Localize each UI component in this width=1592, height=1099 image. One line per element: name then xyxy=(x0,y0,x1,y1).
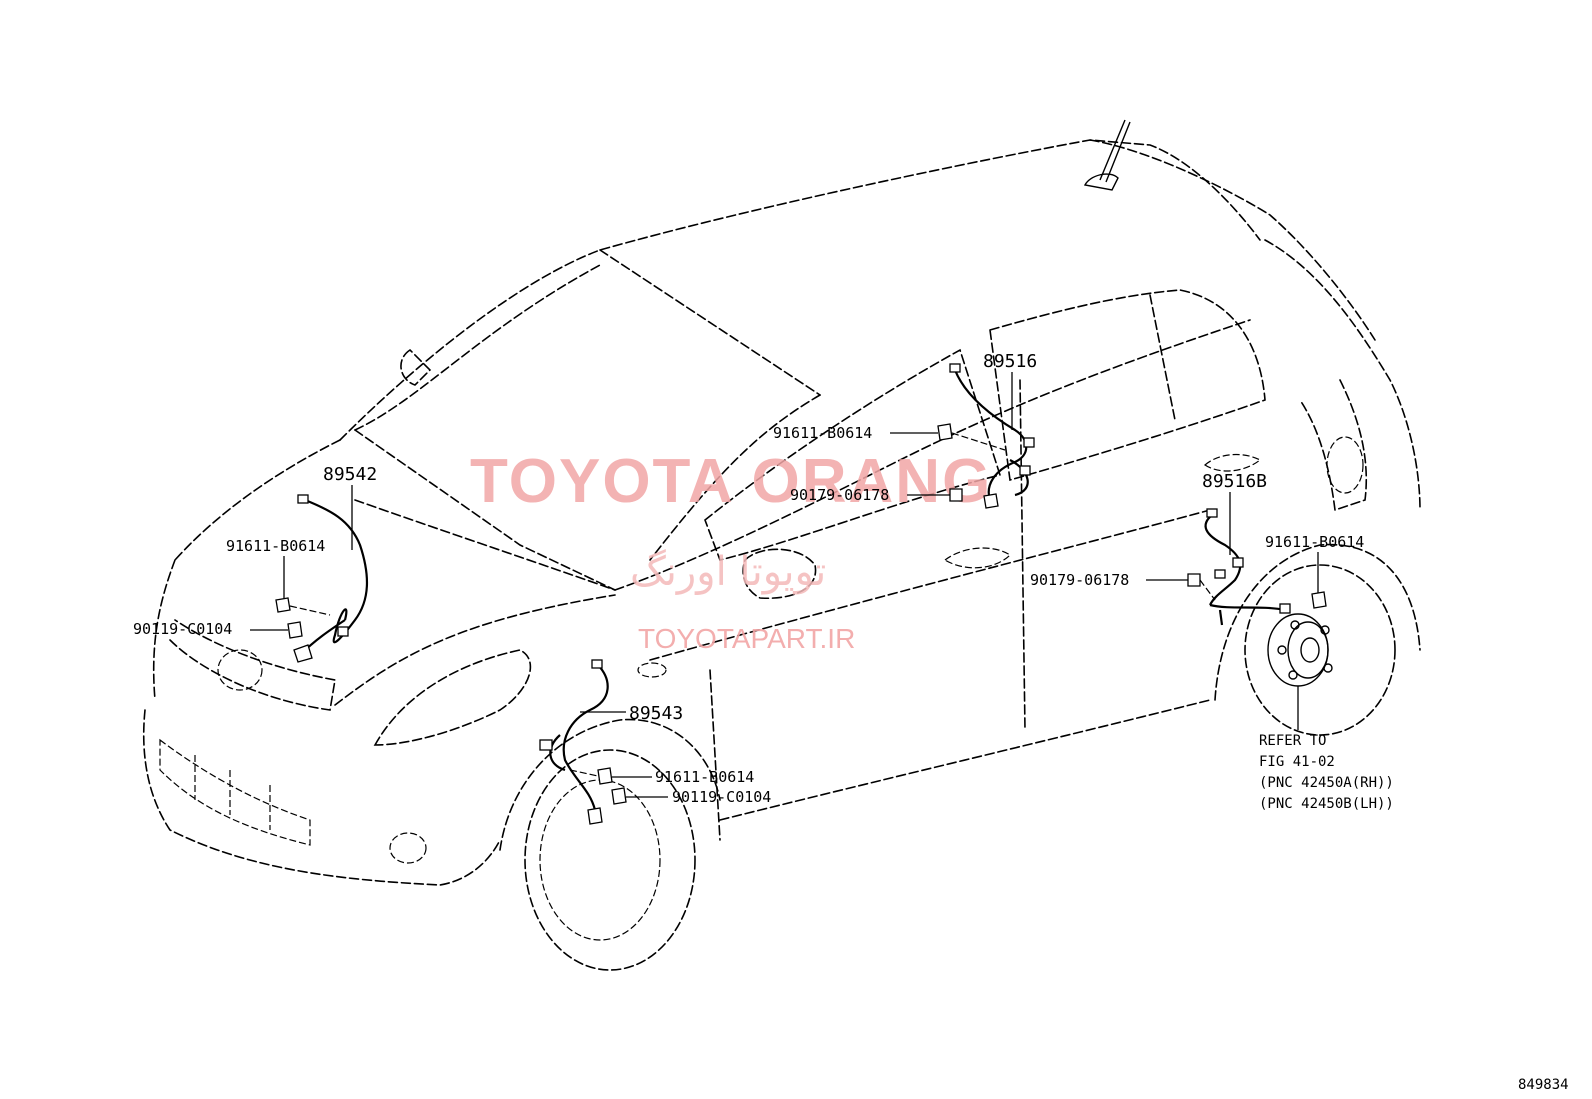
label-90119-c0104-fr[interactable]: 90119-C0104 xyxy=(672,788,771,806)
car-body-outline xyxy=(142,119,1421,971)
fastener-90119-C0104-front-left[interactable]: 90119-C0104 xyxy=(133,620,303,639)
refer-line-3: (PNC 42450A(RH)) xyxy=(1259,775,1394,791)
rear-axle-hub[interactable] xyxy=(1267,613,1333,730)
fastener-91611-B0614-front-left[interactable]: 91611-B0614 xyxy=(226,537,331,616)
label-89542[interactable]: 89542 xyxy=(323,464,377,485)
fastener-90179-06178-rear-left[interactable]: 90179-06178 xyxy=(1030,571,1216,601)
part-89543-wire[interactable]: 89543 xyxy=(539,659,683,825)
watermark: TOYOTA ORANG تویوتا اورنگ TOYOTAPART.IR xyxy=(470,447,992,654)
label-90179-06178-rr[interactable]: 90179-06178 xyxy=(790,486,889,504)
figure-number: 849834 xyxy=(1518,1077,1569,1093)
refer-line-2: FIG 41-02 xyxy=(1259,754,1335,770)
label-89543[interactable]: 89543 xyxy=(629,703,683,724)
label-91611-b0614-fr[interactable]: 91611-B0614 xyxy=(655,768,754,786)
watermark-url: TOYOTAPART.IR xyxy=(638,623,855,654)
label-89516[interactable]: 89516 xyxy=(983,351,1037,372)
fastener-90119-C0104-front-right[interactable]: 90119-C0104 xyxy=(611,787,771,806)
label-90119-c0104-fl[interactable]: 90119-C0104 xyxy=(133,620,232,638)
fastener-91611-B0614-rear-right[interactable]: 91611-B0614 xyxy=(773,423,1006,451)
label-90179-06178-rl[interactable]: 90179-06178 xyxy=(1030,571,1129,589)
label-89516b[interactable]: 89516B xyxy=(1202,471,1267,492)
fastener-91611-B0614-front-right[interactable]: 91611-B0614 xyxy=(569,767,754,786)
label-91611-b0614-rr[interactable]: 91611-B0614 xyxy=(773,424,872,442)
fastener-91611-B0614-rear-left[interactable]: 91611-B0614 xyxy=(1265,533,1364,609)
fastener-90179-06178-rear-right[interactable]: 90179-06178 xyxy=(790,486,963,504)
watermark-persian: تویوتا اورنگ xyxy=(630,549,826,595)
label-91611-b0614-fl[interactable]: 91611-B0614 xyxy=(226,537,325,555)
watermark-brand: TOYOTA ORANG xyxy=(470,447,992,516)
label-91611-b0614-rl[interactable]: 91611-B0614 xyxy=(1265,533,1364,551)
part-89516b-wire[interactable]: 89516B xyxy=(1202,471,1291,626)
refer-line-1: REFER TO xyxy=(1259,733,1326,749)
part-89516-wire[interactable]: 89516 xyxy=(949,351,1037,509)
part-89542-wire[interactable]: 89542 xyxy=(293,464,377,663)
refer-to-note: REFER TO FIG 41-02 (PNC 42450A(RH)) (PNC… xyxy=(1259,733,1394,812)
refer-line-4: (PNC 42450B(LH)) xyxy=(1259,796,1394,812)
